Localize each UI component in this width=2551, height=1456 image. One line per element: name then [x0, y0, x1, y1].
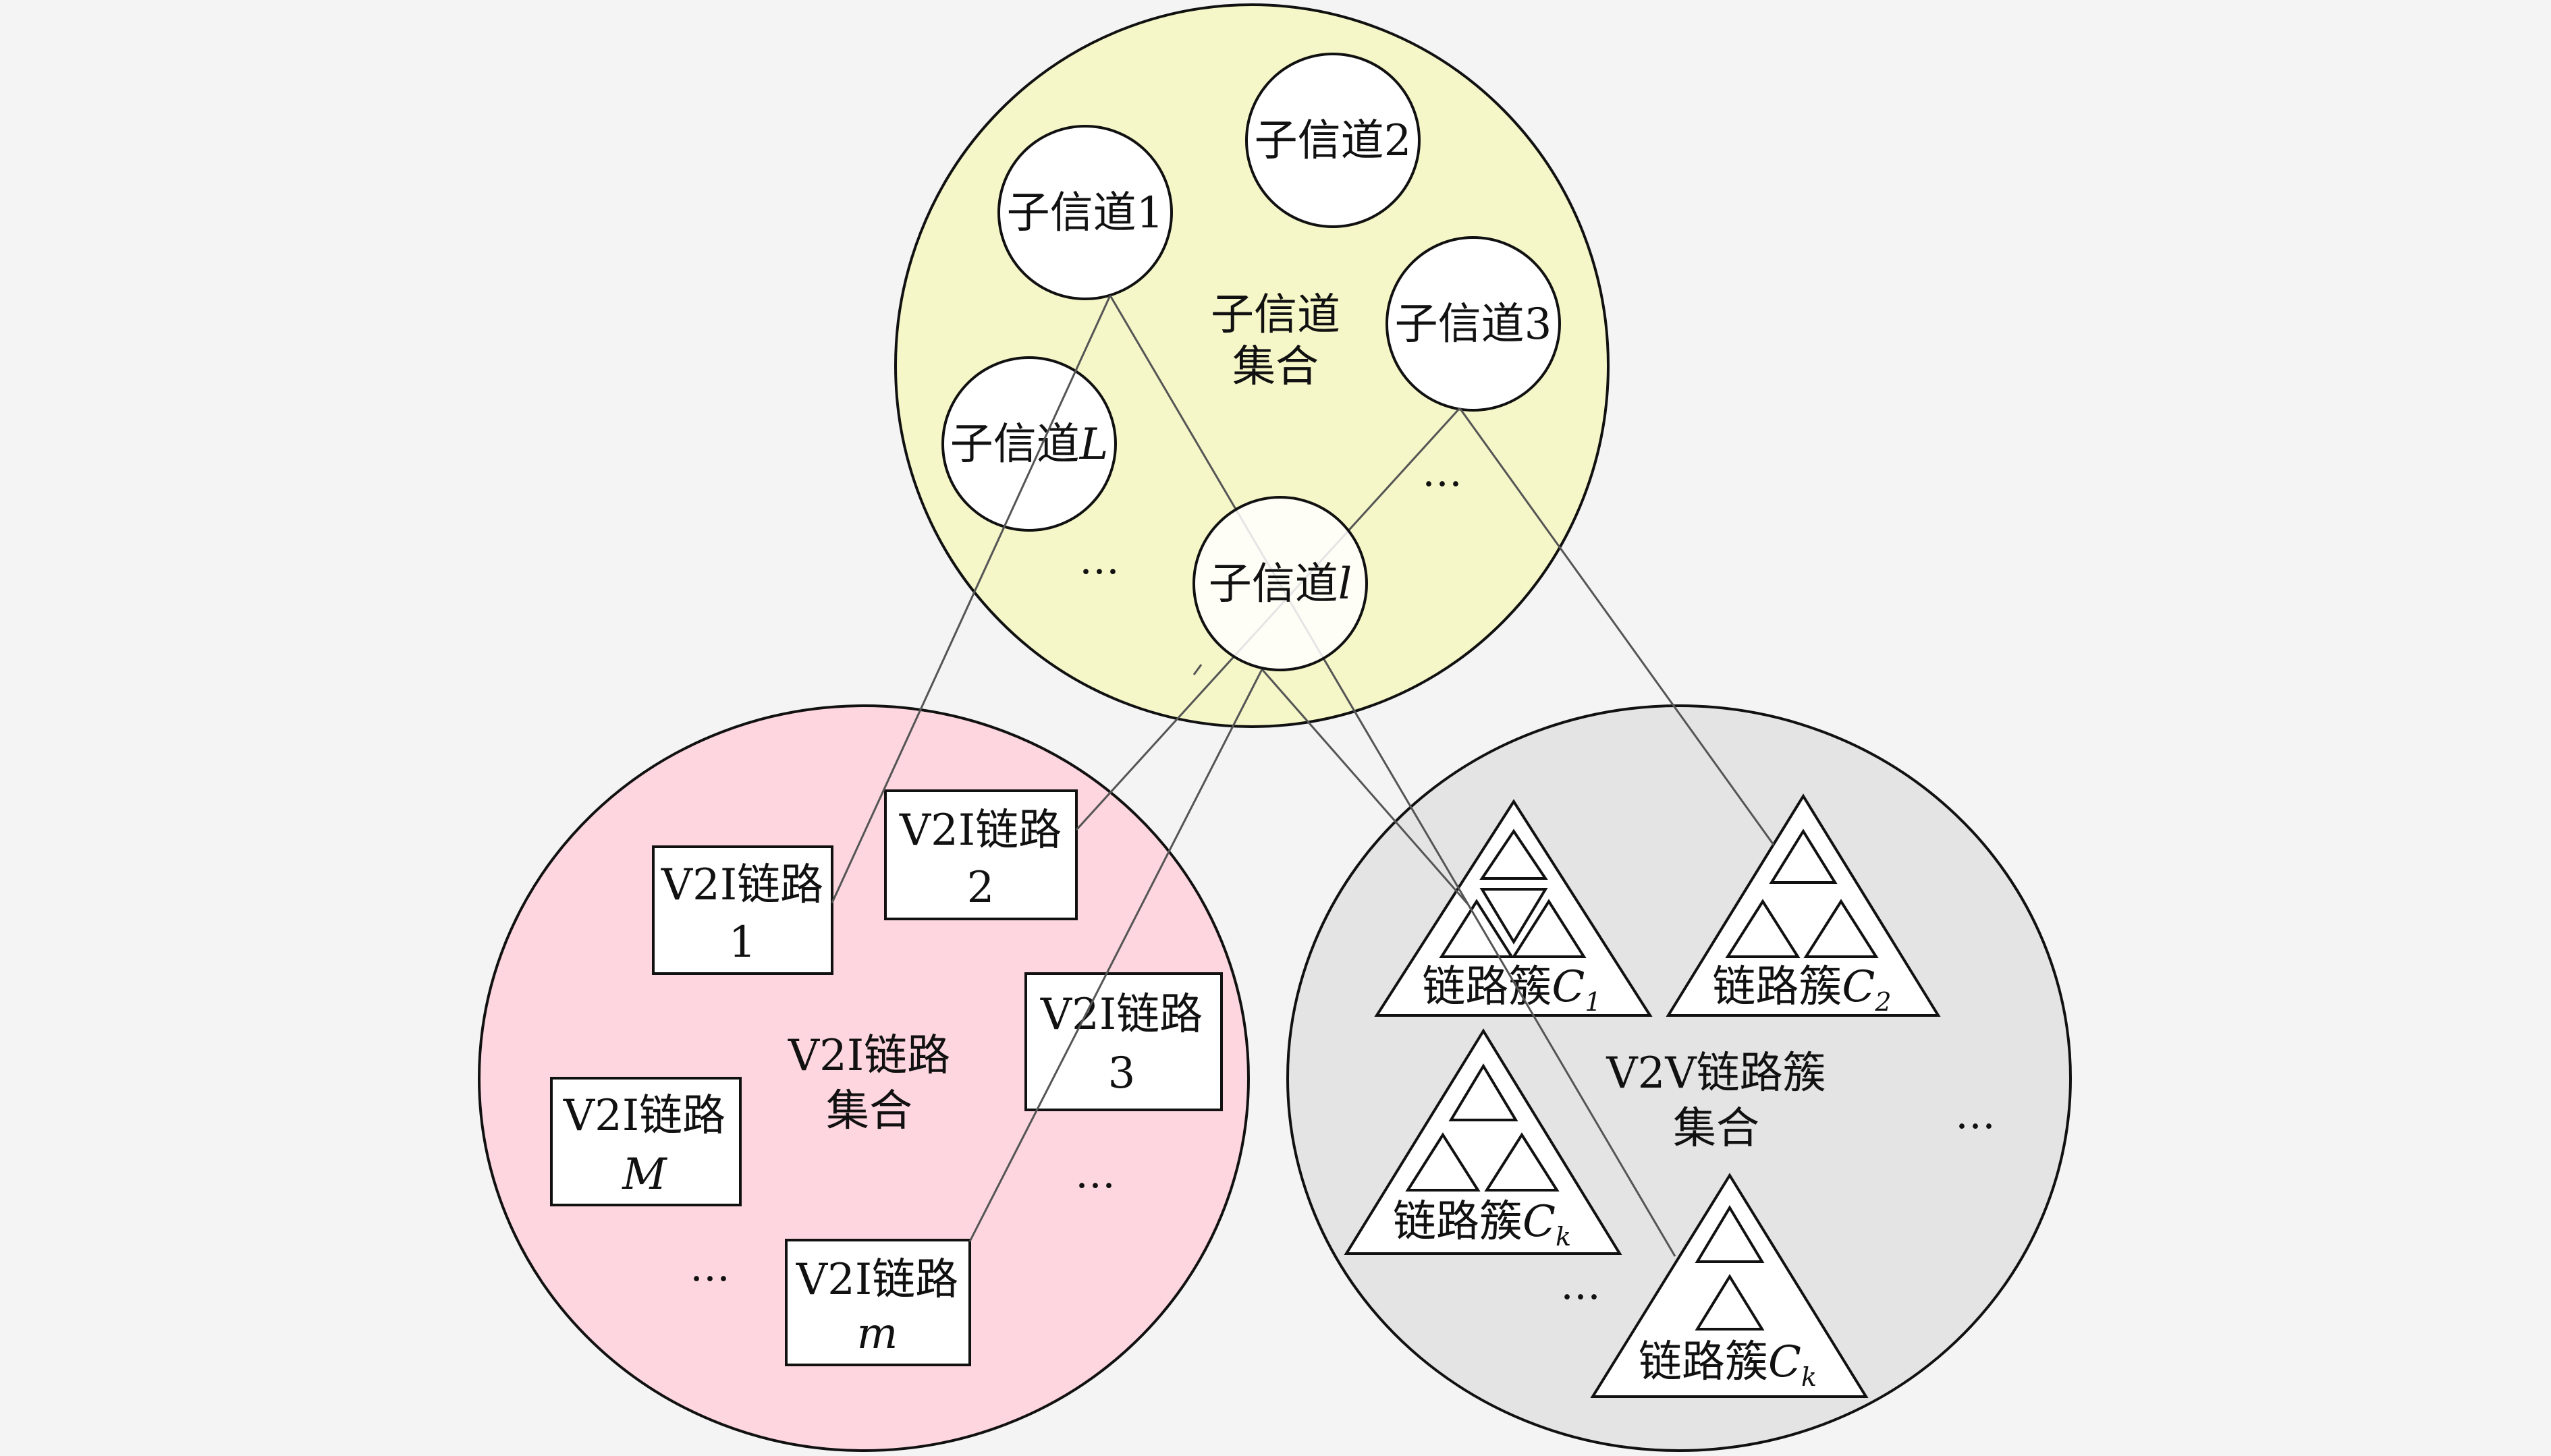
- v2i-link-M: V2I链路 M: [550, 1077, 742, 1206]
- connector-subchannel1-ck-b: [1109, 295, 1676, 1257]
- svg-text:链路簇Ck: 链路簇Ck: [1639, 1337, 1817, 1392]
- subchannel-l-index: l: [1338, 559, 1352, 609]
- v2i-link-1-label: V2I链路: [661, 860, 823, 910]
- link-cluster-c2-var: C: [1842, 962, 1875, 1012]
- svg-text:链路簇C1: 链路簇C1: [1422, 962, 1601, 1017]
- v2i-link-3: V2I链路 3: [1024, 972, 1223, 1111]
- v2i-link-M-index: M: [622, 1150, 667, 1200]
- subchannel-L-prefix: 子信道: [950, 420, 1080, 470]
- svg-text:子信道3: 子信道3: [1395, 300, 1552, 349]
- subchannel-2: 子信道2: [1245, 53, 1421, 228]
- connector-subchannel-l-diag: [1192, 664, 1203, 675]
- subchannel-set-title-line1: 子信道: [1211, 290, 1340, 340]
- connector-subchannel3-c2: [1458, 408, 1775, 845]
- svg-text:子信道2: 子信道2: [1255, 116, 1412, 166]
- subchannel-3-prefix: 子信道: [1395, 300, 1525, 349]
- svg-text:子信道1: 子信道1: [1007, 188, 1164, 238]
- subchannel-l: 子信道l: [1192, 496, 1368, 671]
- link-cluster-ck-a-var: C: [1523, 1197, 1556, 1247]
- connector-subchannel1-v2i1: [831, 295, 1112, 903]
- v2i-link-2-label: V2I链路: [899, 806, 1062, 856]
- v2i-link-2: V2I链路 2: [884, 789, 1078, 920]
- v2i-link-m: V2I链路 m: [785, 1239, 971, 1366]
- connector-subchannelL-c1: [1261, 669, 1469, 905]
- link-cluster-ck-b-prefix: 链路簇: [1639, 1337, 1768, 1387]
- svg-text:链路簇Ck: 链路簇Ck: [1393, 1197, 1571, 1252]
- v2i-set-title-line1: V2I链路: [788, 1031, 950, 1081]
- link-cluster-ck-b: 链路簇Ck: [1590, 1173, 1869, 1398]
- link-cluster-c2: 链路簇C2: [1666, 793, 1941, 1017]
- subchannel-3-index: 3: [1525, 300, 1552, 349]
- link-cluster-c1-var: C: [1552, 962, 1585, 1012]
- v2i-set-title-line2: 集合: [826, 1086, 912, 1136]
- subchannel-1-index: 1: [1136, 188, 1164, 238]
- link-cluster-c1: 链路簇C1: [1374, 799, 1653, 1017]
- v2i-link-1: V2I链路 1: [652, 845, 833, 975]
- link-cluster-c2-prefix: 链路簇: [1712, 962, 1842, 1012]
- subchannel-1: 子信道1: [997, 125, 1173, 300]
- v2v-ellipsis-2: …: [1560, 1262, 1605, 1309]
- v2v-set-title-line1: V2V链路簇: [1606, 1048, 1826, 1098]
- link-cluster-ck-a: 链路簇Ck: [1344, 1028, 1622, 1255]
- svg-text:子信道L: 子信道L: [950, 420, 1109, 470]
- subchannel-L-index: L: [1079, 420, 1109, 470]
- v2i-link-M-label: V2I链路: [563, 1091, 725, 1141]
- v2i-link-m-index: m: [857, 1309, 898, 1359]
- v2i-ellipsis-1: …: [1075, 1150, 1120, 1198]
- link-cluster-ck-b-var: C: [1768, 1337, 1801, 1387]
- link-cluster-c2-sub: 2: [1874, 987, 1891, 1017]
- v2i-link-1-index: 1: [729, 918, 757, 968]
- link-cluster-ck-a-prefix: 链路簇: [1393, 1197, 1523, 1247]
- subchannel-set-title-line2: 集合: [1232, 342, 1319, 392]
- link-cluster-ck-a-sub: k: [1556, 1222, 1571, 1252]
- svg-text:子信道l: 子信道l: [1209, 559, 1352, 609]
- connector-subchannelL-v2im: [968, 669, 1263, 1242]
- subchannel-L: 子信道L: [941, 356, 1117, 532]
- link-cluster-ck-b-sub: k: [1801, 1362, 1817, 1392]
- subchannel-ellipsis-1: …: [1422, 449, 1466, 496]
- link-cluster-c1-prefix: 链路簇: [1422, 962, 1552, 1012]
- v2i-link-3-index: 3: [1108, 1048, 1136, 1098]
- v2i-ellipsis-2: …: [690, 1243, 734, 1291]
- svg-text:链路簇C2: 链路簇C2: [1712, 962, 1891, 1017]
- v2i-link-3-label: V2I链路: [1040, 990, 1203, 1040]
- subchannel-l-prefix: 子信道: [1209, 559, 1338, 609]
- v2i-link-2-index: 2: [967, 863, 995, 913]
- subchannel-ellipsis-2: …: [1079, 536, 1124, 584]
- subchannel-2-index: 2: [1384, 116, 1412, 166]
- subchannel-1-prefix: 子信道: [1007, 188, 1136, 238]
- subchannel-3: 子信道3: [1386, 236, 1561, 412]
- subchannel-2-prefix: 子信道: [1255, 116, 1384, 166]
- v2i-link-m-label: V2I链路: [796, 1255, 958, 1305]
- v2v-set-title-line2: 集合: [1673, 1104, 1759, 1154]
- link-cluster-c1-sub: 1: [1585, 987, 1601, 1017]
- v2v-ellipsis-1: …: [1955, 1091, 2000, 1138]
